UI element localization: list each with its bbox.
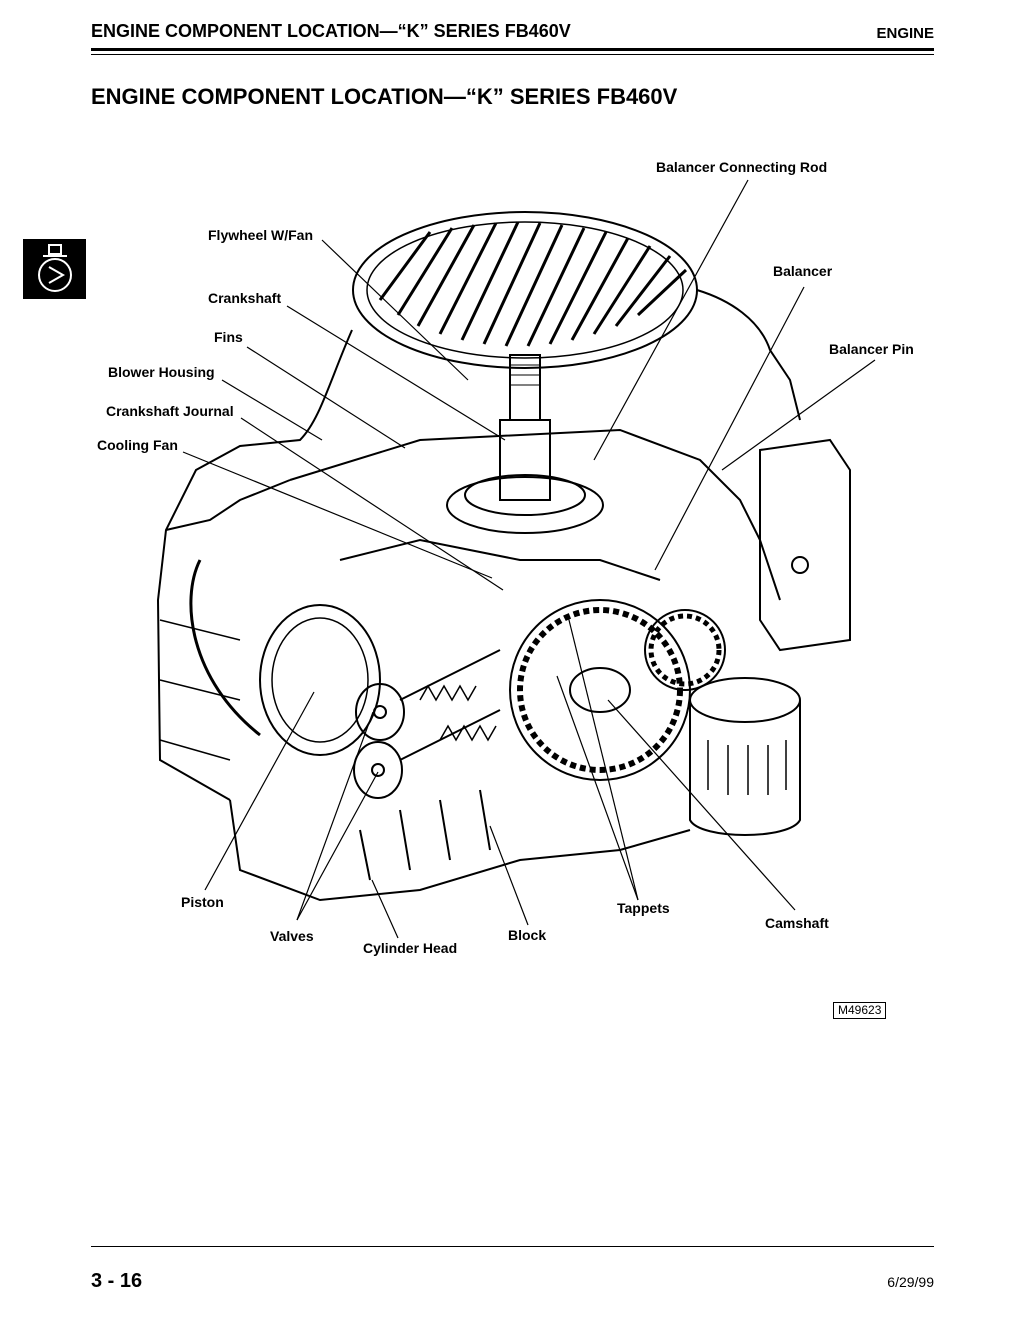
callout-balancer-connecting-rod: Balancer Connecting Rod (656, 159, 828, 175)
piston-drawing (259, 604, 381, 756)
page-title: ENGINE COMPONENT LOCATION—“K” SERIES FB4… (91, 84, 678, 109)
valves-drawing (353, 649, 501, 799)
callout-fins: Fins (214, 329, 243, 345)
crankshaft-drawing (446, 354, 604, 534)
callout-valves: Valves (270, 928, 314, 944)
leader-lines (182, 179, 876, 939)
callout-cylinder-head: Cylinder Head (363, 940, 458, 956)
page-number: 3 - 16 (91, 1270, 143, 1292)
flywheel-grille (352, 211, 698, 369)
oil-filter (689, 677, 801, 836)
callout-tappets: Tappets (617, 900, 670, 916)
callout-balancer-pin: Balancer Pin (829, 341, 914, 357)
figure-id: M49623 (833, 1002, 887, 1019)
callout-crankshaft: Crankshaft (208, 290, 282, 306)
callout-blower-housing: Blower Housing (108, 364, 215, 380)
callout-flywheel-w-fan: Flywheel W/Fan (208, 227, 314, 243)
callout-crankshaft-journal: Crankshaft Journal (106, 403, 234, 419)
engine-tab-icon (23, 239, 86, 299)
callout-piston: Piston (181, 894, 224, 910)
callout-cooling-fan: Cooling Fan (97, 437, 178, 453)
header-title: ENGINE COMPONENT LOCATION—“K” SERIES FB4… (91, 21, 571, 41)
footer-rule (91, 1246, 934, 1247)
header-rule (91, 48, 934, 51)
callout-balancer: Balancer (773, 263, 833, 279)
header-rule-thin (91, 54, 934, 55)
camshaft-gear (509, 599, 691, 781)
header-section: ENGINE (876, 25, 934, 42)
callout-camshaft: Camshaft (765, 915, 829, 931)
page-date: 6/29/99 (887, 1274, 934, 1290)
balancer-gear (644, 609, 726, 691)
callout-block: Block (508, 927, 547, 943)
